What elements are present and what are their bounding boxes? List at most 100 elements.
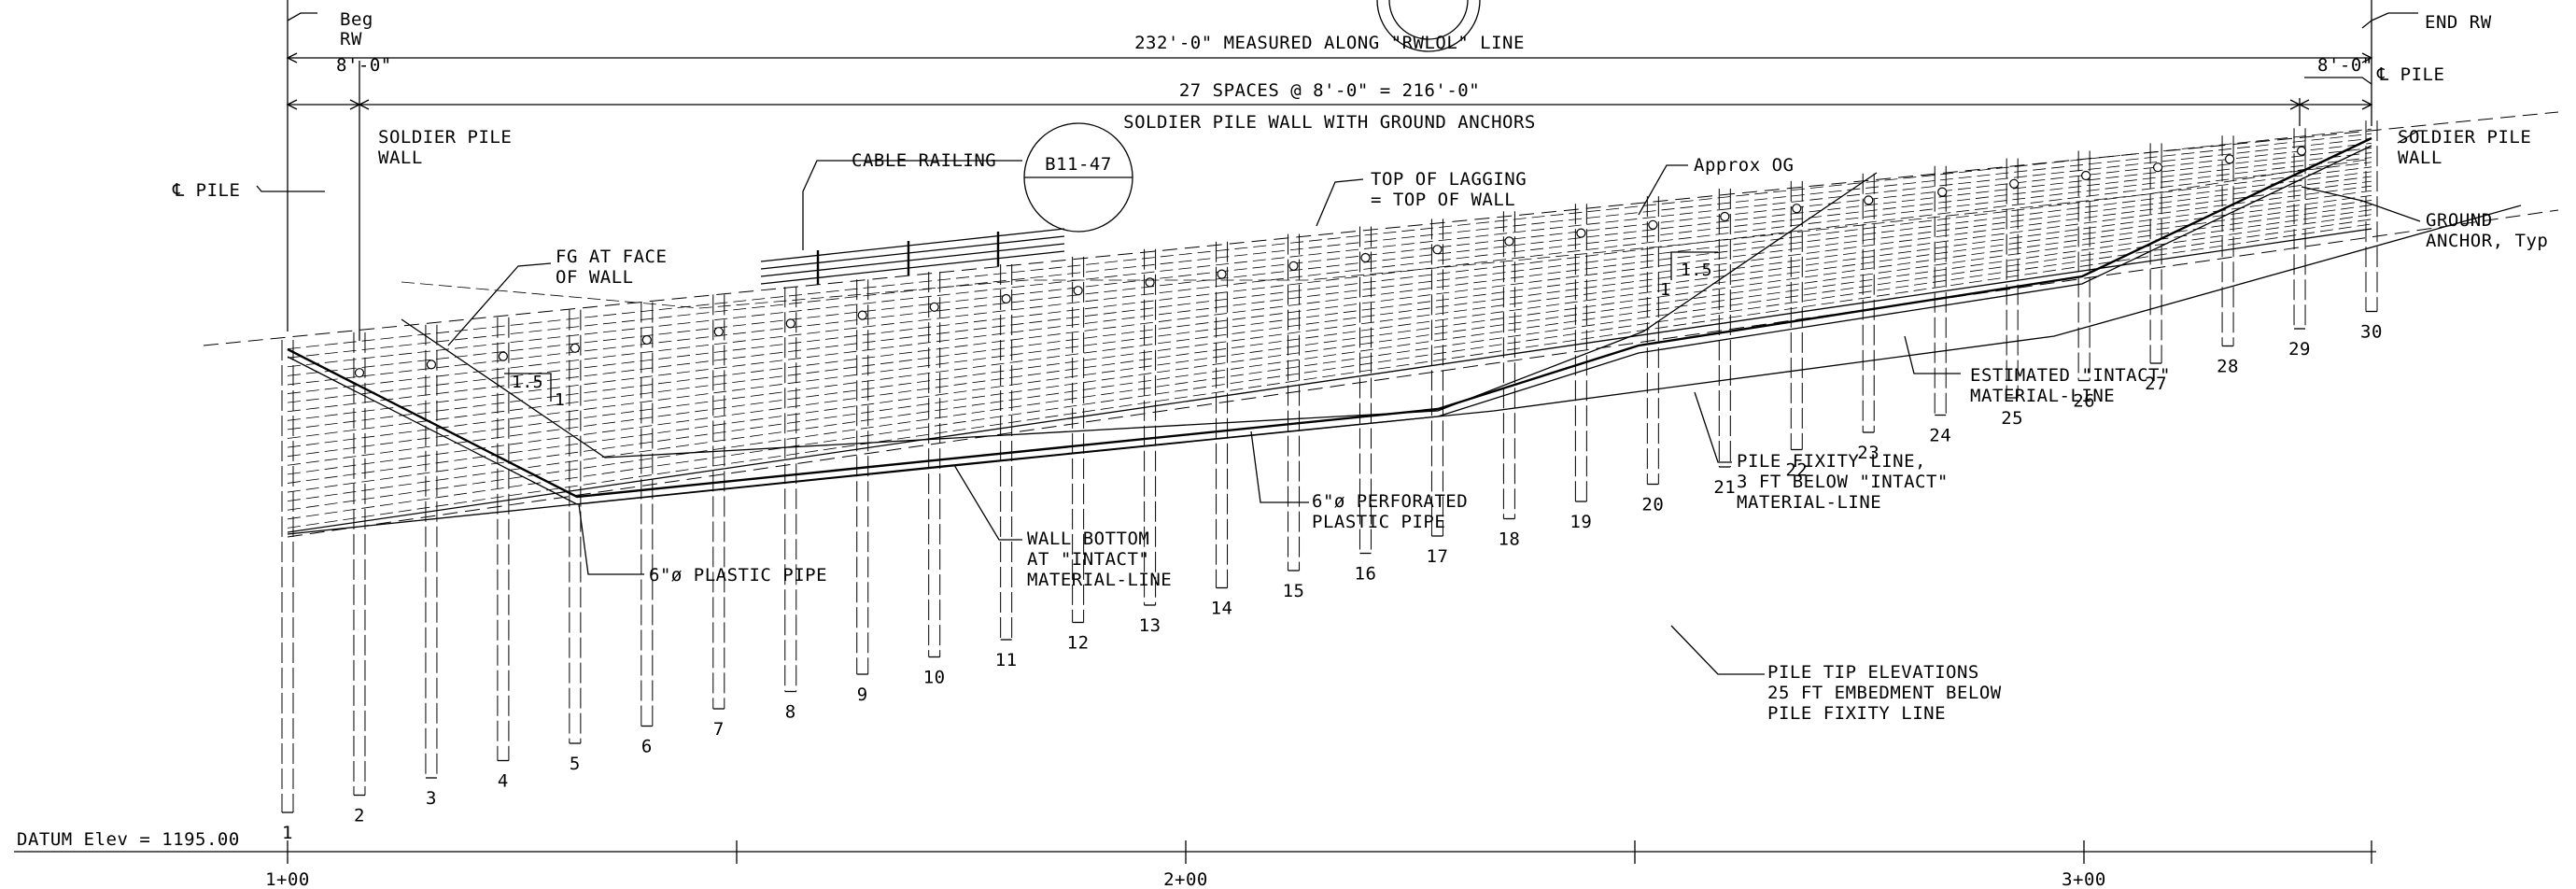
og-line — [401, 158, 2372, 309]
pile-fixity-2: 3 FT BELOW "INTACT" — [1737, 472, 1949, 492]
soldier-pile-19 — [1574, 204, 1587, 502]
soldier-pile-16 — [1358, 226, 1372, 555]
wall-bottom-3: MATERIAL-LINE — [1027, 570, 1172, 590]
soldier-pile-7 — [712, 294, 725, 710]
ground-anchor-22 — [1792, 204, 1802, 214]
dimension-lines — [286, 0, 2418, 341]
pile-number-11: 11 — [995, 650, 1018, 670]
ground-anchor-18 — [1504, 236, 1514, 247]
pile-number-25: 25 — [2001, 408, 2023, 429]
wall-bottom-2: AT "INTACT" — [1027, 549, 1149, 570]
fg-at-face-2: OF WALL — [556, 267, 634, 288]
ground-anchor-29 — [2296, 146, 2307, 156]
pile-number-13: 13 — [1139, 615, 1161, 636]
pile-number-7: 7 — [713, 719, 725, 740]
ground-anchor-7 — [713, 327, 724, 337]
end-space-left: 8'-0" — [336, 55, 392, 76]
pile-tip-1: PILE TIP ELEVATIONS — [1767, 662, 1979, 683]
approx-og-label: Approx OG — [1694, 155, 1794, 176]
ground-anchor-5 — [570, 343, 580, 353]
ground-anchor-9 — [857, 310, 867, 320]
spaces-dimension: 27 SPACES @ 8'-0" = 216'-0" — [1179, 80, 1480, 101]
soldier-pile-9 — [856, 279, 869, 675]
soldier-pile-30 — [2365, 120, 2378, 313]
pile-number-21: 21 — [1713, 477, 1736, 498]
soldier-pile-20 — [1646, 196, 1659, 486]
pile-number-22: 22 — [1785, 460, 1808, 481]
station-label-3: 3+00 — [2062, 869, 2106, 889]
slope-run-left: 1.5 — [512, 373, 543, 392]
soldier-pile-14 — [1216, 241, 1229, 589]
pile-number-6: 6 — [641, 737, 653, 757]
slope-run-right: 1.5 — [1681, 261, 1712, 280]
cable-railing — [760, 228, 1065, 285]
pile-number-2: 2 — [354, 806, 365, 826]
estimated-intact-1: ESTIMATED "INTACT" — [1970, 365, 2171, 386]
fg-at-face-1: FG AT FACE — [556, 247, 667, 267]
ground-anchor-2 — [354, 368, 365, 378]
lagging-panel — [203, 111, 2559, 538]
soldier-pile-wall-left-1: SOLDIER PILE — [378, 127, 512, 148]
pile-fixity-3: MATERIAL-LINE — [1737, 492, 1881, 513]
soldier-pile-10 — [928, 272, 941, 658]
cl-pile-left-label: ℄ PILE — [172, 180, 240, 201]
pile-number-19: 19 — [1570, 512, 1592, 532]
pile-number-17: 17 — [1427, 546, 1449, 567]
cl-pile-right-label: ℄ PILE — [2376, 64, 2444, 85]
soldier-pile-15 — [1288, 233, 1301, 572]
estimated-intact-2: MATERIAL-LINE — [1970, 386, 2115, 406]
soldier-pile-28 — [2221, 135, 2235, 347]
top-of-lagging-2: = TOP OF WALL — [1371, 190, 1515, 210]
pile-number-labels: 1234567891011121314151617181920212223242… — [282, 322, 2382, 844]
engineer-seal-fragment — [1376, 0, 1481, 52]
pile-tip-3: PILE FIXITY LINE — [1767, 703, 1946, 724]
pile-number-5: 5 — [570, 754, 581, 774]
pile-number-18: 18 — [1498, 529, 1520, 550]
leader-lines — [256, 77, 2428, 675]
soldier-pile-27 — [2149, 143, 2163, 364]
soldier-pile-12 — [1072, 256, 1085, 624]
ground-anchor-1: GROUND — [2426, 210, 2493, 231]
soldier-pile-wall-right-2: WALL — [2398, 148, 2442, 168]
ground-anchor-16 — [1360, 252, 1371, 263]
wall-type-label: SOLDIER PILE WALL WITH GROUND ANCHORS — [1123, 112, 1536, 133]
beg-rw-label-2: RW — [340, 29, 362, 49]
ground-anchor-10 — [929, 302, 939, 312]
pile-number-3: 3 — [426, 788, 437, 809]
ground-anchor-14 — [1217, 269, 1227, 279]
pile-number-12: 12 — [1067, 633, 1090, 654]
soldier-pile-25 — [2006, 158, 2020, 399]
station-axis — [14, 840, 2376, 864]
ground-anchor-15 — [1288, 261, 1299, 271]
pile-number-9: 9 — [857, 684, 868, 705]
station-label-2: 2+00 — [1163, 869, 1208, 889]
soldier-pile-3 — [425, 324, 438, 779]
plastic-pipe-line — [287, 136, 2372, 499]
wall-bottom-1: WALL BOTTOM — [1027, 529, 1149, 549]
pile-tip-2: 25 FT EMBEDMENT BELOW — [1767, 683, 2002, 703]
soldier-pile-6 — [640, 302, 654, 727]
ground-anchor-3 — [426, 360, 437, 370]
soldier-pile-23 — [1862, 173, 1875, 433]
ground-anchor-24 — [1937, 187, 1948, 197]
pile-number-14: 14 — [1211, 599, 1233, 619]
ground-anchor-19 — [1576, 228, 1586, 238]
soldier-pile-5 — [569, 309, 582, 744]
ground-anchor-26 — [2081, 170, 2091, 181]
ground-anchor-4 — [498, 351, 508, 361]
ground-anchor-21 — [1720, 211, 1730, 222]
pile-number-1: 1 — [282, 823, 293, 843]
plastic-pipe-label: 6"ø PLASTIC PIPE — [649, 565, 827, 586]
soldier-pile-17 — [1430, 219, 1443, 537]
soldier-pile-26 — [2077, 150, 2091, 382]
pile-number-15: 15 — [1283, 581, 1305, 601]
ground-anchor-8 — [785, 318, 795, 329]
profile-lines — [287, 136, 2522, 535]
pile-number-8: 8 — [785, 702, 796, 723]
end-rw-label: END RW — [2425, 12, 2492, 33]
slope-symbols — [504, 251, 1718, 402]
pile-number-26: 26 — [2073, 391, 2095, 412]
soldier-pile-21 — [1718, 189, 1731, 468]
ground-anchor-27 — [2153, 162, 2163, 173]
soldier-pile-18 — [1502, 211, 1515, 520]
